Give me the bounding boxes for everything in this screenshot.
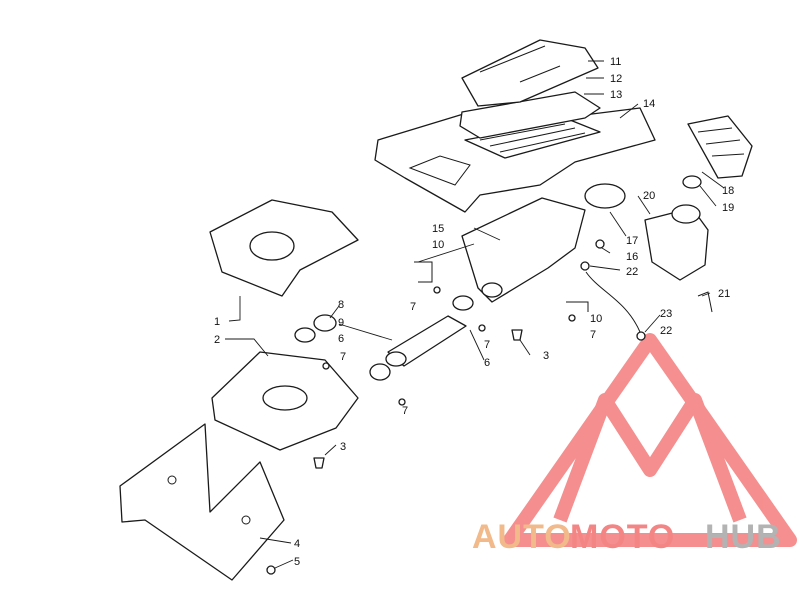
- callout-7-duct: 7: [484, 339, 490, 351]
- callout-23: 23: [660, 308, 672, 320]
- callout-10-right: 10: [590, 313, 602, 325]
- callout-9: 9: [338, 317, 344, 329]
- callout-7-bottom: 7: [402, 405, 408, 417]
- callout-7-right: 7: [590, 329, 596, 341]
- part-6-clamps: [369, 295, 474, 381]
- part-4-shield: [119, 423, 285, 581]
- watermark-logo: [503, 333, 797, 547]
- part-3-rivets: [313, 329, 523, 469]
- callout-11: 11: [610, 56, 621, 68]
- callout-labels: 11 12 13 14 1 2 3 4 5 8 9 6 7 7 15 10 7 …: [214, 56, 734, 568]
- leader-lines: [225, 60, 725, 569]
- part-18-boot: [687, 115, 753, 179]
- callout-7-airbox: 7: [410, 301, 416, 313]
- part-20-carburetor: [644, 204, 709, 281]
- callout-19: 19: [722, 202, 734, 214]
- callout-16: 16: [626, 251, 638, 263]
- part-23-hose: [585, 271, 641, 333]
- part-15-airbox: [461, 197, 586, 303]
- part-2-tray: [211, 351, 359, 451]
- callout-1: 1: [214, 316, 220, 328]
- callout-6-left: 6: [338, 333, 344, 345]
- part-12-seal: [459, 91, 601, 139]
- callout-10-left: 10: [432, 239, 444, 251]
- callout-4: 4: [294, 538, 300, 550]
- callout-6-duct: 6: [484, 357, 490, 369]
- part-11-cover: [461, 39, 599, 107]
- part-1-plate: [209, 199, 359, 297]
- watermark-wordmark: AUTO MOTO HUB: [472, 518, 782, 556]
- part-17-clamp: [584, 183, 626, 209]
- callout-7-left: 7: [340, 351, 346, 363]
- callout-22-bottom: 22: [660, 325, 672, 337]
- part-10-brackets: [414, 261, 589, 312]
- callout-21: 21: [718, 288, 730, 300]
- part-9-duct: [385, 315, 467, 367]
- part-19-clamp: [682, 175, 702, 189]
- watermark-m-shape: [553, 393, 747, 523]
- watermark-word-auto: AUTO: [472, 518, 572, 556]
- callout-13: 13: [610, 89, 622, 101]
- part-5-screw: [266, 565, 276, 575]
- callout-15: 15: [432, 223, 444, 235]
- callout-3-lower: 3: [340, 441, 346, 453]
- callout-12: 12: [610, 73, 622, 85]
- part-21-hose: [697, 291, 713, 313]
- watermark-word-hub: HUB: [705, 518, 782, 556]
- callout-20: 20: [643, 190, 655, 202]
- part-16-fitting: [595, 239, 605, 249]
- callout-17: 17: [626, 235, 638, 247]
- callout-18: 18: [722, 185, 734, 197]
- callout-5: 5: [294, 556, 300, 568]
- callout-2: 2: [214, 334, 220, 346]
- callout-3-airbox: 3: [543, 350, 549, 362]
- callout-14: 14: [643, 98, 655, 110]
- part-22-clips: [580, 261, 646, 341]
- callout-22-top: 22: [626, 266, 638, 278]
- watermark-word-moto: MOTO: [570, 518, 675, 556]
- part-7-screws: [322, 286, 576, 406]
- watermark-triangle: [503, 333, 797, 547]
- part-8-boot: [294, 314, 337, 343]
- callout-8: 8: [338, 299, 344, 311]
